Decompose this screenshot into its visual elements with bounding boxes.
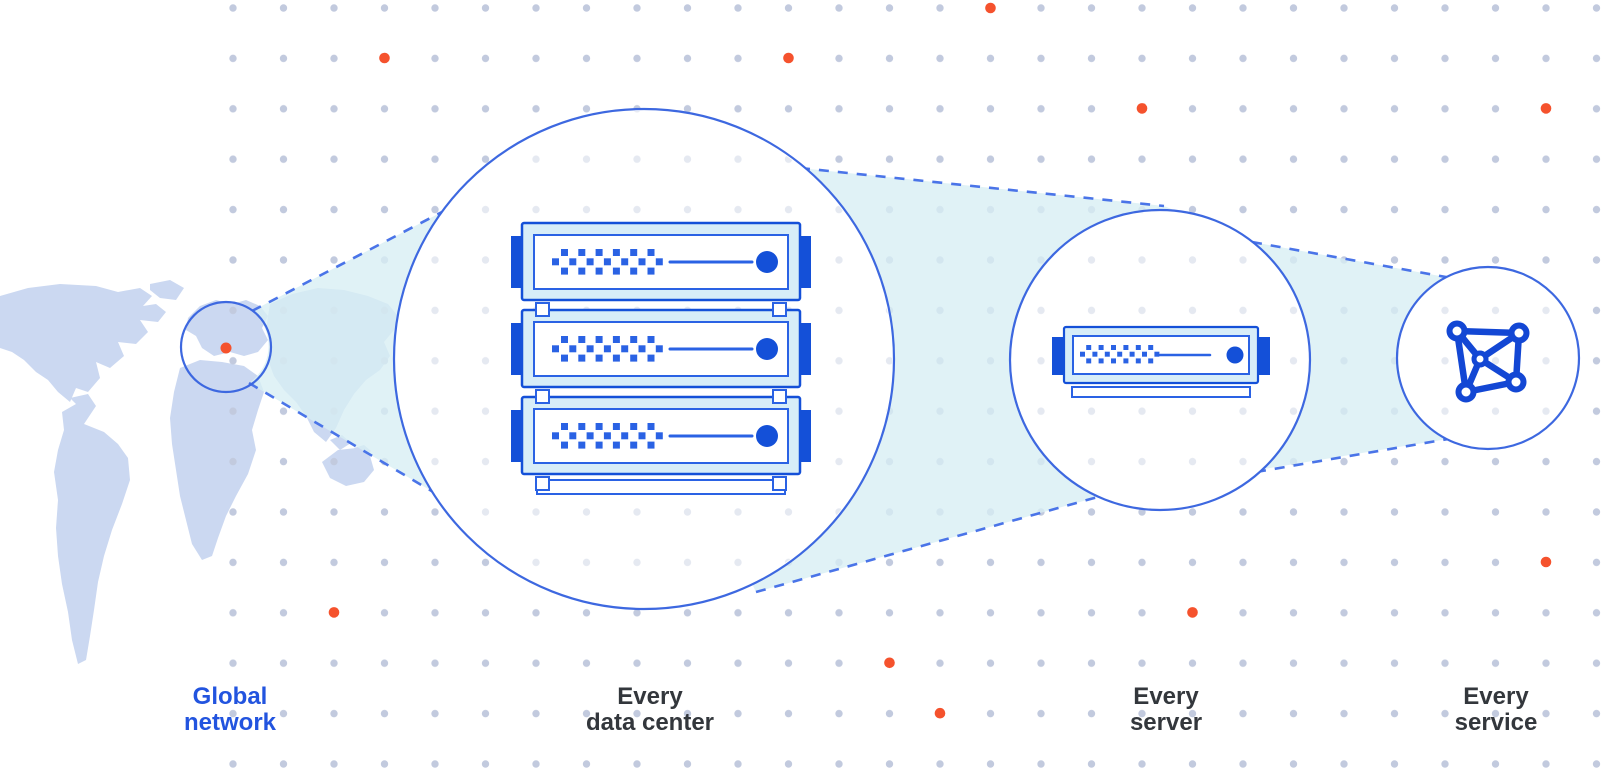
caption-line: server [1129, 709, 1203, 736]
caption-line: Global [192, 683, 268, 710]
globe-highlight-circle [179, 300, 273, 394]
location-marker-icon [220, 342, 232, 354]
caption-line: service [1454, 709, 1538, 736]
caption-every-server: Every server [1130, 684, 1202, 736]
caption-line: Every [1133, 683, 1199, 710]
network-graph-icon [1446, 320, 1530, 403]
caption-line: network [183, 709, 277, 736]
caption-line: Every [1463, 683, 1529, 710]
single-server-icon [1052, 325, 1270, 398]
caption-every-data-center: Every data center [586, 684, 714, 736]
caption-line: data center [585, 709, 715, 736]
caption-every-service: Every service [1455, 684, 1538, 736]
caption-line: Every [617, 683, 683, 710]
caption-global-network: Global network [184, 684, 276, 736]
server-rack-icon [511, 223, 811, 495]
accent-dots [220, 2, 1552, 719]
dashed-guides [248, 138, 1491, 594]
